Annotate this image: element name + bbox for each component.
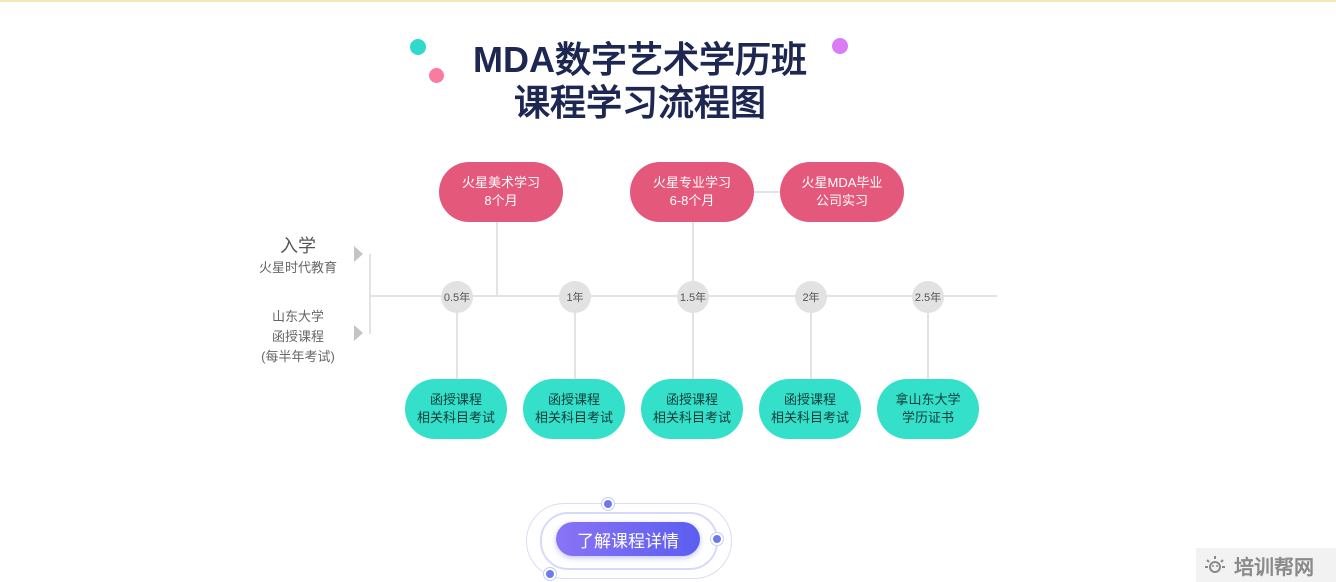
cta-orbit-dot-bottom — [544, 568, 556, 580]
exam-stage-title: 函授课程 — [783, 392, 836, 407]
title-line-2: 课程学习流程图 — [513, 82, 766, 123]
stage-duration: 8个月 — [484, 193, 518, 208]
exam-stage-desc: 相关科目考试 — [534, 410, 613, 425]
exam-stage-title: 函授课程 — [429, 392, 482, 407]
teal-decor-dot — [410, 39, 426, 55]
certificate-stage: 拿山东大学 学历证书 — [877, 379, 979, 439]
connector-bottom-5 — [927, 296, 929, 380]
title-line-1: MDA数字艺术学历班 — [473, 39, 807, 80]
exam-stage-title: 函授课程 — [547, 392, 600, 407]
cta-orbit-dot-top — [602, 498, 614, 510]
exam-stage-desc: 相关科目考试 — [416, 410, 495, 425]
left-bracket-line — [369, 254, 371, 334]
stage-duration: 6-8个月 — [669, 193, 715, 208]
exam-stage-desc: 学历证书 — [901, 410, 954, 425]
timeline-node-2y: 2年 — [795, 281, 827, 313]
exam-stage-2: 函授课程 相关科目考试 — [523, 379, 625, 439]
stage-label: 火星专业学习 — [652, 175, 731, 190]
exam-stage-desc: 相关科目考试 — [770, 410, 849, 425]
connector-bottom-2 — [574, 296, 576, 380]
connector-bottom-4 — [810, 296, 812, 380]
enroll-title: 入学 — [280, 236, 316, 256]
connector-bottom-3 — [692, 296, 694, 380]
purple-decor-dot — [832, 38, 848, 54]
cta-outer-ring — [526, 503, 732, 579]
page-title: MDA数字艺术学历班 课程学习流程图 — [440, 38, 840, 124]
exam-stage-title: 拿山东大学 — [895, 392, 961, 407]
connector-top-2 — [692, 221, 694, 296]
exam-course: 函授课程 — [271, 329, 324, 344]
pink-decor-dot — [429, 68, 444, 83]
stage-major-study: 火星专业学习 6-8个月 — [630, 162, 754, 222]
watermark-text: 培训帮网 — [1234, 556, 1314, 579]
cta-button-frame: 了解课程详情 — [526, 498, 732, 580]
stage-art-study: 火星美术学习 8个月 — [439, 162, 563, 222]
top-border-line — [0, 0, 1336, 2]
connector-bottom-1 — [456, 296, 458, 380]
exam-stage-1: 函授课程 相关科目考试 — [405, 379, 507, 439]
enroll-arrow-icon — [354, 246, 363, 262]
exam-univ: 山东大学 — [271, 309, 324, 324]
course-details-button[interactable]: 了解课程详情 — [556, 522, 700, 556]
cta-orbit-dot-right — [711, 533, 723, 545]
exam-stage-3: 函授课程 相关科目考试 — [641, 379, 743, 439]
timeline-node-0-5y: 0.5年 — [441, 281, 473, 313]
timeline-node-1-5y: 1.5年 — [677, 281, 709, 313]
connector-top-link — [754, 191, 782, 193]
timeline-node-1y: 1年 — [559, 281, 591, 313]
exam-stage-4: 函授课程 相关科目考试 — [759, 379, 861, 439]
enroll-school: 火星时代教育 — [258, 260, 337, 275]
stage-label: 火星MDA毕业 — [801, 175, 883, 190]
exam-stage-title: 函授课程 — [665, 392, 718, 407]
stage-label: 火星美术学习 — [461, 175, 540, 190]
exam-schedule: (每半年考试) — [261, 349, 335, 364]
stage-duration: 公司实习 — [815, 193, 868, 208]
timeline-node-2-5y: 2.5年 — [912, 281, 944, 313]
connector-top-1 — [496, 221, 498, 296]
exam-arrow-icon — [354, 325, 363, 341]
stage-graduation-internship: 火星MDA毕业 公司实习 — [780, 162, 904, 222]
watermark-badge: 培训帮网 — [1196, 548, 1336, 582]
exam-stage-desc: 相关科目考试 — [652, 410, 731, 425]
sun-logo-icon — [1205, 556, 1225, 573]
